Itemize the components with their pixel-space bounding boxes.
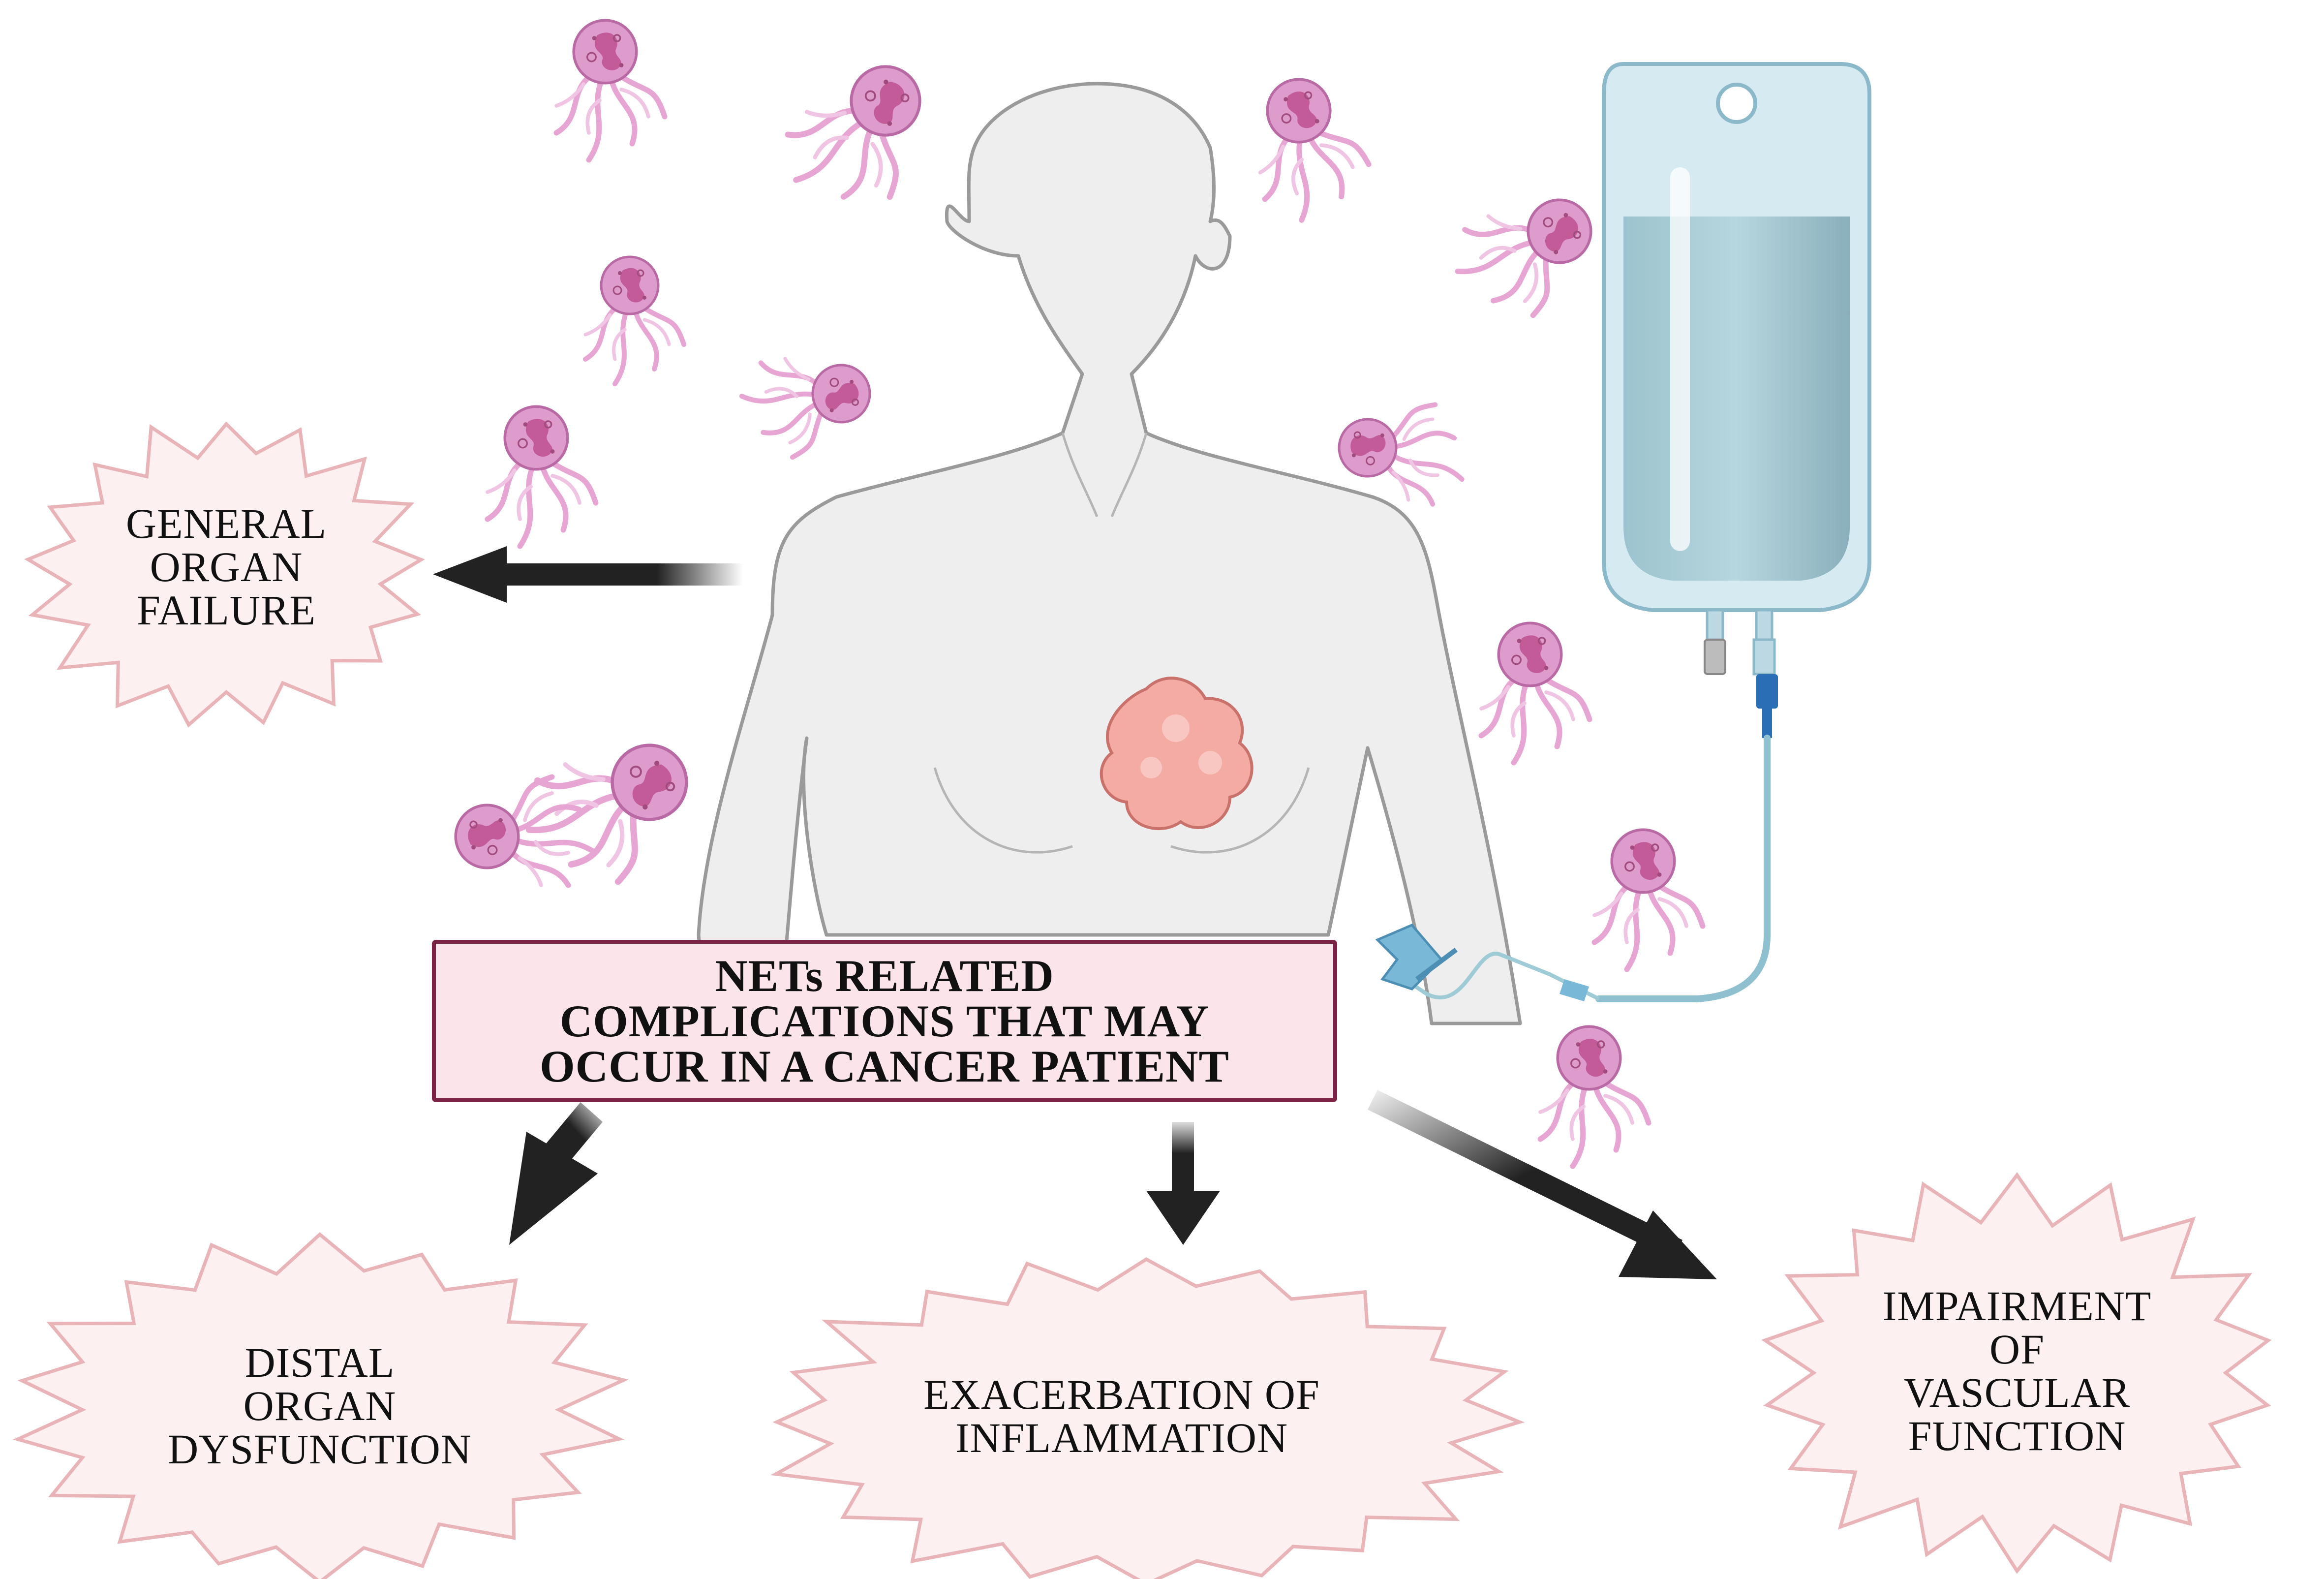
arrow-to-distal-organ-dysfunction — [509, 1102, 603, 1245]
central-title-box: NETs RELATED COMPLICATIONS THAT MAY OCCU… — [432, 940, 1337, 1102]
tumor-icon — [1100, 677, 1254, 830]
starburst-shapes — [13, 421, 2272, 1579]
patient-silhouette-icon — [697, 82, 1522, 1055]
label-exacerbation-of-inflammation: EXACERBATION OF INFLAMMATION — [923, 1371, 1320, 1461]
label-general-organ-failure: GENERAL ORGAN FAILURE — [125, 500, 327, 634]
label-impairment-of-vascular-function: IMPAIRMENT OF VASCULAR FUNCTION — [1882, 1282, 2152, 1459]
iv-bag-icon — [1595, 62, 1871, 1002]
burst-general-organ-failure — [24, 421, 425, 728]
arrow-to-impairment-of-vascular-function — [1368, 1090, 1717, 1279]
arrow-to-exacerbation-of-inflammation — [1146, 1122, 1220, 1245]
burst-exacerbation-of-inflammation — [770, 1257, 1525, 1579]
burst-impairment-of-vascular-function — [1761, 1172, 2272, 1574]
arrow-to-general-organ-failure — [433, 546, 743, 603]
label-distal-organ-dysfunction: DISTAL ORGAN DYSFUNCTION — [168, 1339, 472, 1473]
arrows — [433, 546, 1717, 1279]
burst-distal-organ-dysfunction — [13, 1232, 629, 1579]
central-title: NETs RELATED COMPLICATIONS THAT MAY OCCU… — [540, 951, 1229, 1091]
butterfly-needle-icon — [1375, 923, 1600, 1001]
